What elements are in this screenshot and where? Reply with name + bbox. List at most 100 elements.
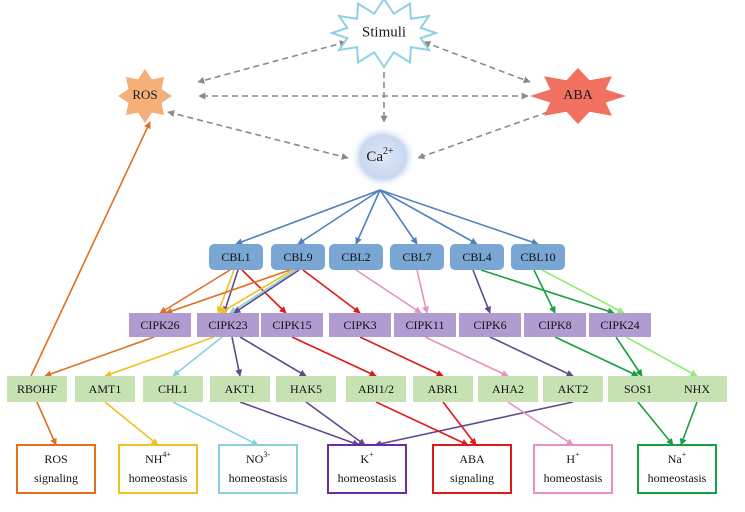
cipk-node-cipk24: CIPK24: [589, 313, 651, 337]
aba-label: ABA: [563, 88, 593, 103]
cbl-box: [209, 244, 263, 270]
cipk-label: CIPK6: [473, 318, 506, 332]
edge-ca-cbl-1: [297, 189, 381, 245]
edge-abr1-aba: [442, 401, 477, 446]
cipk-label: CIPK3: [343, 318, 376, 332]
outcome-line1: Na+: [668, 450, 687, 466]
edge-nhx-na: [679, 401, 698, 446]
edge-cbl1-cipk23: [222, 269, 239, 314]
target-label: AMT1: [89, 382, 122, 396]
edge-akt2-k: [374, 401, 574, 448]
target-node-aha2: AHA2: [478, 376, 538, 402]
outcome-node-5: H+homeostasis: [533, 444, 613, 494]
outcome-node-1: NH4+homeostasis: [118, 444, 198, 494]
target-label: AKT1: [225, 382, 256, 396]
outcome-node-2: NO3-homeostasis: [218, 444, 298, 494]
edge-cipk23-hak5: [239, 336, 307, 377]
target-node-amt1: AMT1: [75, 376, 135, 402]
edge-ca-cbl-5: [379, 189, 539, 246]
edge-cbl9-cipk26: [165, 269, 291, 315]
edge-rbohf-ros: [36, 401, 57, 446]
outcome-line2: signaling: [450, 471, 494, 485]
outcome-box: [218, 444, 298, 494]
edge-amt1-nh4: [104, 401, 159, 446]
target-node-abi1-2: ABI1/2: [346, 376, 406, 402]
cipk-box: [524, 313, 586, 337]
calcium-glow: [350, 126, 416, 188]
target-node-rbohf: RBOHF: [7, 376, 67, 402]
ros-node: ROS: [118, 69, 172, 123]
edge-cbl9-cipk23: [233, 269, 300, 314]
edge-cbl2-cipk11: [355, 269, 422, 314]
target-box: [7, 376, 67, 402]
outcome-box: [16, 444, 96, 494]
cipk-node-cipk8: CIPK8: [524, 313, 586, 337]
cipk-box: [197, 313, 259, 337]
cbl-box: [511, 244, 565, 270]
target-box: [346, 376, 406, 402]
edge-cipk3-abr1: [359, 336, 444, 377]
outcome-line2: homeostasis: [129, 471, 188, 485]
edge-cipk23-akt1: [231, 336, 243, 377]
cipk-label: CIPK23: [208, 318, 247, 332]
target-node-chl1: CHL1: [143, 376, 203, 402]
cbl-label: CBL2: [341, 250, 370, 264]
target-node-abr1: ABR1: [413, 376, 473, 402]
target-node-akt1: AKT1: [210, 376, 270, 402]
edge-aha2-h: [507, 401, 574, 446]
edge-cbl9-cipk23-lb: [229, 269, 297, 314]
cbl-node-cbl10: CBL10: [511, 244, 565, 270]
outcome-line2: homeostasis: [544, 471, 603, 485]
edge-stimuli-ros: [197, 40, 347, 84]
cbl-box: [329, 244, 383, 270]
cipk-label: CIPK24: [600, 318, 639, 332]
target-node-sos1: SOS1: [608, 376, 668, 402]
edge-cipk23-amt1: [104, 336, 215, 378]
target-box: [478, 376, 538, 402]
edge-sos1-na: [637, 401, 674, 446]
target-box: [667, 376, 727, 402]
target-label: ABR1: [428, 382, 459, 396]
cbl-node-cbl7: CBL7: [390, 244, 444, 270]
outcome-line1: ABA: [459, 452, 485, 466]
outcome-line1: ROS: [44, 452, 67, 466]
edges-layer: [30, 40, 698, 448]
cbl-node-cbl2: CBL2: [329, 244, 383, 270]
cipk-box: [459, 313, 521, 337]
edge-cipk15-abi12: [291, 336, 377, 377]
edge-abi12-aba: [375, 401, 469, 446]
outcome-line1: NO3-: [246, 450, 270, 466]
edge-ros-ca: [167, 110, 349, 160]
ros-label: ROS: [132, 87, 157, 102]
edge-akt1-k: [239, 401, 360, 447]
cbl-label: CBL7: [402, 250, 431, 264]
outcome-line2: homeostasis: [338, 471, 397, 485]
outcome-box: [118, 444, 198, 494]
outcome-node-0: ROS signaling: [16, 444, 96, 494]
target-label: RBOHF: [17, 382, 57, 396]
target-label: AKT2: [558, 382, 589, 396]
cbl-box: [390, 244, 444, 270]
target-label: ABI1/2: [358, 382, 394, 396]
cipk-node-cipk11: CIPK11: [394, 313, 456, 337]
target-box: [413, 376, 473, 402]
stimuli-label: Stimuli: [362, 24, 406, 40]
cipk-box: [589, 313, 651, 337]
outcome-row: ROSsignalingNH4+homeostasisNO3-homeostas…: [16, 444, 717, 494]
outcome-line2: signaling: [34, 471, 78, 485]
cbl-box: [450, 244, 504, 270]
edge-cipk8-sos1: [554, 336, 639, 377]
calcium-label: Ca2+: [366, 146, 394, 165]
edge-stimuli-aba: [423, 40, 531, 84]
edge-cipk24-nhx: [625, 336, 698, 377]
target-label: NHX: [684, 382, 710, 396]
edge-aba-ca: [417, 111, 549, 160]
outcome-box: [533, 444, 613, 494]
target-box: [143, 376, 203, 402]
edge-cipk6-akt2: [489, 336, 574, 377]
